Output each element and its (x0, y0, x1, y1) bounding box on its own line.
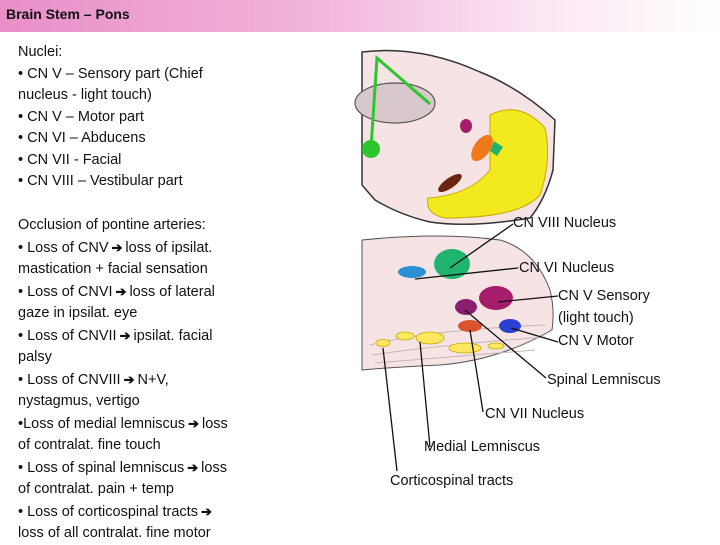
corticospinal-tract-a (375, 339, 391, 347)
lower-tract-small (487, 342, 505, 350)
cn8-nucleus (427, 109, 549, 219)
small-purple-nucleus (455, 299, 477, 315)
label-cn5-sensory-sub: (light touch) (558, 310, 634, 326)
nuclei-list: Nuclei: • CN V – Sensory part (Chief nuc… (18, 42, 268, 193)
nuclei-item: • CN VII - Facial (18, 151, 122, 168)
occlusion-line: palsy (18, 349, 52, 365)
leader-medial (419, 341, 431, 448)
green-line (369, 54, 431, 149)
leader-cn8 (449, 223, 514, 269)
small-nucleus-upper (490, 141, 503, 156)
nuclei-item: • CN V – Sensory part (Chief (18, 65, 203, 82)
arrow-icon: ➔ (188, 415, 199, 431)
occlusion-line: • Loss of CNVIII➔N+V, (18, 369, 268, 392)
fourth-ventricle (354, 82, 436, 124)
arrow-icon: ➔ (115, 283, 127, 299)
nuclei-item: • CN VI – Abducens (18, 130, 146, 146)
corticospinal-tract-b (395, 331, 415, 341)
nuclei-heading: Nuclei: (18, 44, 63, 60)
leader-cn7 (469, 329, 484, 413)
cn5-sensory-nucleus (479, 286, 513, 310)
label-cn6-nucleus: CN VI Nucleus (519, 260, 615, 276)
leader-cortico (382, 347, 398, 472)
cn7-nucleus (458, 320, 482, 332)
occlusion-line: loss of all contralat. fine motor (18, 525, 211, 541)
leader-cn5-motor (510, 327, 559, 343)
label-spinal-lemniscus: Spinal Lemniscus (547, 372, 661, 388)
medial-lemniscus-a (415, 331, 445, 345)
nuclei-item: nucleus - light touch) (18, 87, 152, 103)
occlusion-line: • Loss of CNVI➔loss of lateral (18, 281, 268, 304)
arrow-icon: ➔ (123, 371, 135, 387)
leader-spinal (464, 309, 547, 379)
occlusion-list: Occlusion of pontine arteries: • Loss of… (18, 215, 268, 545)
occlusion-line: nystagmus, vertigo (18, 393, 140, 409)
label-cn5-sensory: CN V Sensory (558, 288, 650, 304)
leader-cn5-sensory (497, 295, 559, 303)
arrow-icon: ➔ (111, 239, 123, 255)
slide-title: Brain Stem – Pons (6, 6, 130, 22)
label-cn5-motor: CN V Motor (558, 333, 634, 349)
occlusion-line: of contralat. pain + temp (18, 481, 174, 497)
cn7-nucleus-upper (471, 134, 493, 162)
title-bar: Brain Stem – Pons (0, 0, 720, 32)
occlusion-line: •Loss of medial lemniscus➔loss (18, 413, 268, 436)
arrow-icon: ➔ (187, 459, 199, 475)
arrow-icon: ➔ (200, 503, 212, 519)
arrow-icon: ➔ (119, 327, 131, 343)
occlusion-line: of contralat. fine touch (18, 437, 161, 453)
nuclei-item: • CN VIII – Vestibular part (18, 173, 183, 189)
spinal-lemniscus-blue (398, 266, 426, 278)
occlusion-line: • Loss of corticospinal tracts➔ (18, 501, 268, 524)
leader-cn6 (414, 267, 519, 280)
cn5-motor-upper (460, 119, 472, 133)
medial-lemniscus-b (448, 342, 482, 354)
cn5-motor-nucleus (499, 319, 521, 333)
cn5-sensory-upper (438, 173, 462, 193)
occlusion-line: mastication + facial sensation (18, 261, 208, 277)
occlusion-heading: Occlusion of pontine arteries: (18, 217, 206, 233)
occlusion-line: gaze in ipsilat. eye (18, 305, 138, 321)
label-medial-lemniscus: Medial Lemniscus (424, 439, 541, 455)
label-corticospinal-tracts: Corticospinal tracts (390, 473, 514, 489)
label-cn7-nucleus: CN VII Nucleus (485, 406, 585, 422)
occlusion-line: • Loss of spinal lemniscus➔loss (18, 457, 268, 480)
occlusion-line: • Loss of CNV➔loss of ipsilat. (18, 237, 268, 260)
green-dot (362, 140, 380, 158)
occlusion-line: • Loss of CNVII➔ipsilat. facial (18, 325, 268, 348)
nuclei-item: • CN V – Motor part (18, 108, 144, 125)
label-cn8-nucleus: CN VIII Nucleus (513, 215, 617, 231)
cn6-nucleus (434, 249, 470, 279)
